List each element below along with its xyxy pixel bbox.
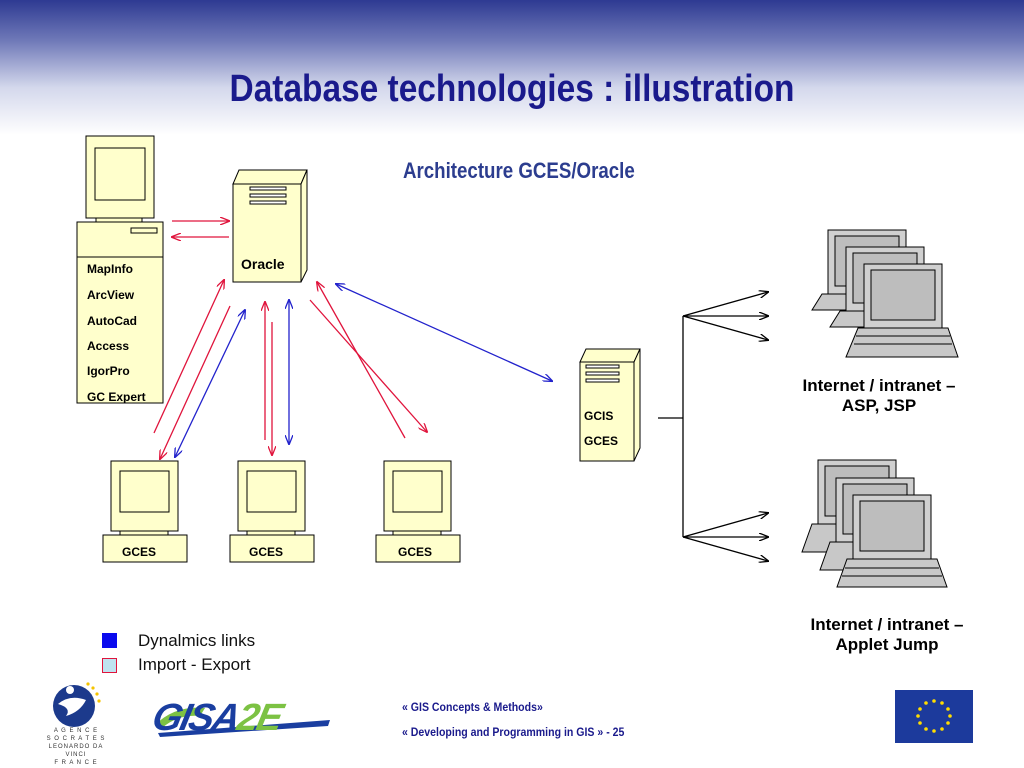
gisa2e-logo-text: GISA2E (148, 697, 285, 739)
internet-asp-line2: ASP, JSP (841, 396, 917, 415)
internet-applet-line1: Internet / intranet – (810, 615, 964, 634)
client-label-2: GCES (249, 545, 284, 559)
legend-label-dynamic: Dynalmics links (138, 631, 256, 650)
arrow-client3-to-oracle (317, 282, 406, 439)
footer-course-title: « GIS Concepts & Methods» (402, 700, 543, 714)
gisa2e-logo-swoosh (155, 707, 330, 737)
internet-asp-label: Internet / intranet – ASP, JSP (779, 376, 979, 416)
oracle-server (232, 169, 308, 283)
gcis-server (579, 348, 641, 462)
app-label-igorpro: IgorPro (87, 364, 130, 378)
arrow-client1-to-oracle (153, 280, 224, 434)
workstation-computer (76, 135, 164, 404)
legend-label-import-export: Import - Export (138, 655, 251, 674)
client-label-1: GCES (122, 545, 157, 559)
dynamic-link-client1 (175, 310, 245, 457)
arrow-oracle-to-client1 (160, 305, 231, 459)
dynamic-link-oracle-gcis (336, 284, 552, 381)
legend-swatch-dynamic (102, 633, 117, 648)
app-label-autocad: AutoCad (87, 314, 137, 328)
app-label-gc-expert: GC Expert (87, 390, 146, 404)
app-label-access: Access (87, 339, 130, 353)
laptop-group-asp (811, 229, 959, 358)
client-label-3: GCES (398, 545, 433, 559)
client-computer-1 (102, 460, 188, 563)
laptop-group-applet (801, 459, 948, 588)
app-label-arcview: ArcView (87, 288, 135, 302)
eu-flag-logo (895, 690, 973, 743)
gces-server-label: GCES (584, 434, 619, 448)
oracle-label: Oracle (241, 256, 285, 272)
arrow-oracle-to-client3 (309, 299, 427, 432)
diagram-subtitle: Architecture GCES/Oracle (403, 158, 635, 183)
client-computer-2 (229, 460, 315, 563)
app-label-mapinfo: MapInfo (87, 262, 133, 276)
page-title: Database technologies : illustration (229, 68, 795, 110)
internet-applet-label: Internet / intranet – Applet Jump (787, 615, 987, 655)
internet-applet-line2: Applet Jump (835, 635, 939, 654)
internet-asp-line1: Internet / intranet – (802, 376, 956, 395)
distribution-lines (658, 292, 768, 561)
client-computer-3 (375, 460, 461, 563)
legend-swatch-import-export (102, 658, 117, 673)
socrates-logo (53, 682, 101, 727)
gcis-label: GCIS (584, 409, 614, 423)
header-band (0, 0, 1024, 135)
footer-slide-info: « Developing and Programming in GIS » - … (402, 725, 625, 739)
